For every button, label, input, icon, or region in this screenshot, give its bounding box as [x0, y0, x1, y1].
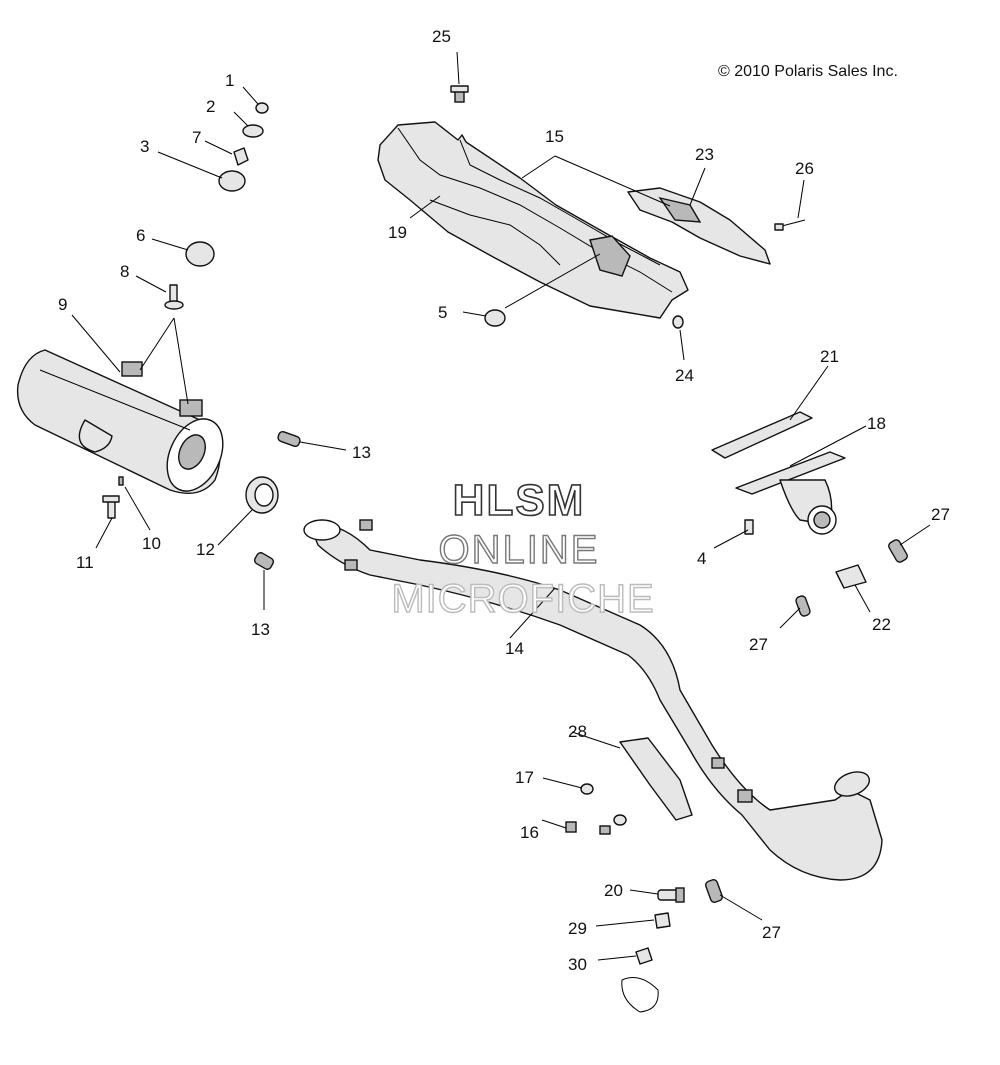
callout-13b: 13 [251, 620, 270, 639]
callout-7: 7 [192, 128, 201, 147]
grommet-5[interactable] [484, 309, 506, 327]
callout-28: 28 [568, 722, 587, 741]
bolt-11[interactable] [102, 495, 120, 519]
callout-10: 10 [142, 534, 161, 553]
callout-27a: 27 [931, 505, 950, 524]
callout-17: 17 [515, 768, 534, 787]
callout-8: 8 [120, 262, 129, 281]
pin-26[interactable] [774, 219, 806, 231]
spring-27b[interactable] [795, 595, 811, 617]
callout-12: 12 [196, 540, 215, 559]
grommet-6[interactable] [185, 241, 215, 267]
bolt-16[interactable] [565, 821, 577, 833]
pin-10[interactable] [118, 476, 124, 486]
copyright-text: © 2010 Polaris Sales Inc. [718, 63, 898, 80]
stud-20[interactable] [657, 887, 685, 903]
engine-outline [621, 977, 659, 1013]
callout-1: 1 [225, 71, 234, 90]
callout-30: 30 [568, 955, 587, 974]
bolt-8[interactable] [164, 284, 184, 310]
bracket-28[interactable] [619, 737, 693, 821]
callout-21: 21 [820, 347, 839, 366]
callout-26: 26 [795, 159, 814, 178]
callout-19: 19 [388, 223, 407, 242]
callout-9: 9 [58, 295, 67, 314]
grommet-3[interactable] [218, 170, 246, 192]
callout-20: 20 [604, 881, 623, 900]
stud-4[interactable] [744, 519, 754, 535]
spacer-7[interactable] [233, 147, 249, 166]
watermark-line-2: ONLINE [439, 528, 600, 572]
washer-17[interactable] [580, 783, 594, 795]
bolt-16b[interactable] [599, 825, 611, 835]
callout-22: 22 [872, 615, 891, 634]
heat-shield[interactable] [377, 121, 689, 319]
callout-18: 18 [867, 414, 886, 433]
nut-29[interactable] [654, 912, 671, 929]
bolt-25[interactable] [450, 85, 469, 103]
callout-labels: 1 2 3 4 5 6 7 8 9 10 11 12 13 13 14 15 1… [58, 27, 950, 974]
leader-lines [71, 51, 931, 961]
seal-22[interactable] [835, 564, 867, 589]
callout-23: 23 [695, 145, 714, 164]
nut-30[interactable] [635, 947, 653, 965]
callout-29: 29 [568, 919, 587, 938]
head-pipe[interactable] [303, 519, 883, 881]
exhaust-flange-18[interactable] [735, 451, 846, 535]
watermark-line-1: HLSM [453, 476, 586, 525]
spring-27c[interactable] [705, 879, 724, 904]
callout-27b: 27 [749, 635, 768, 654]
callout-24: 24 [675, 366, 694, 385]
callout-27c: 27 [762, 923, 781, 942]
washer-2[interactable] [242, 124, 264, 138]
muffler[interactable] [16, 349, 234, 500]
spring-13b[interactable] [253, 551, 275, 570]
spring-13a[interactable] [277, 430, 301, 448]
nut-1[interactable] [255, 102, 269, 114]
callout-3: 3 [140, 137, 149, 156]
callout-14: 14 [505, 639, 524, 658]
watermark-line-3: MICROFICHE [391, 577, 654, 621]
gasket-21[interactable] [711, 411, 813, 459]
callout-16: 16 [520, 823, 539, 842]
callout-11: 11 [76, 553, 94, 572]
washer-16b[interactable] [613, 814, 627, 826]
shield-bracket[interactable] [627, 187, 771, 265]
washer-24[interactable] [672, 315, 684, 329]
callout-25: 25 [432, 27, 451, 46]
callout-13a: 13 [352, 443, 371, 462]
watermark: HLSM ONLINE MICROFICHE [391, 475, 655, 622]
spring-27a[interactable] [887, 538, 908, 563]
callout-15: 15 [545, 127, 564, 146]
callout-5: 5 [438, 303, 447, 322]
callout-2: 2 [206, 97, 215, 116]
callout-4: 4 [697, 549, 706, 568]
callout-6: 6 [136, 226, 145, 245]
